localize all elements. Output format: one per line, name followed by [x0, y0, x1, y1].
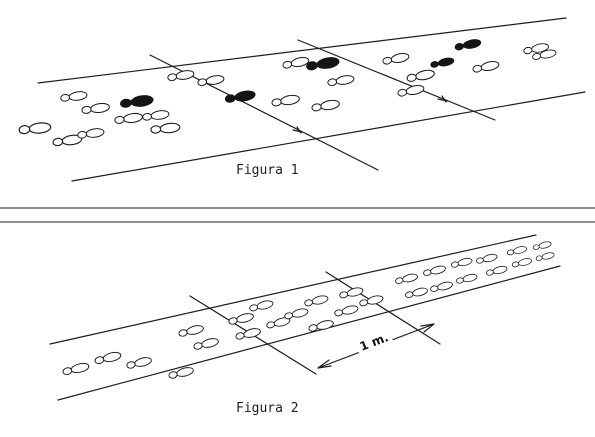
- fig1-cross-line-2: [297, 39, 496, 121]
- fig2-footprint: [532, 241, 552, 250]
- fig1-footprint: [397, 84, 425, 97]
- fig2-footprint: [168, 367, 194, 379]
- fig2-cross-line-2: [325, 271, 441, 345]
- fig1-stained-footprint: [430, 57, 455, 68]
- fig1-track-edge-top: [37, 17, 567, 84]
- fig1-stained-footprint: [224, 90, 256, 103]
- fig1-footprint: [142, 110, 170, 121]
- fig2-footprint: [476, 253, 498, 264]
- fig2-footprint: [451, 257, 473, 268]
- fig1-footprint: [60, 91, 88, 102]
- figure-1-drawing: [18, 17, 586, 182]
- fig2-track-edge-top: [49, 234, 537, 345]
- fig1-footprint: [77, 128, 105, 139]
- fig2-footprint: [304, 295, 329, 307]
- scale-label-backing: [353, 327, 395, 357]
- fig1-track-edge-bottom: [71, 91, 586, 182]
- fig2-footprint: [193, 338, 219, 350]
- fig1-footprint: [81, 102, 110, 114]
- fig2-footprint: [126, 357, 152, 369]
- fig1-footprint: [271, 94, 300, 107]
- fig1-footprint: [382, 52, 410, 65]
- fig1-footprint: [167, 70, 195, 82]
- fig2-track-edge-bottom: [57, 265, 561, 401]
- figure-1-caption: Figura 1: [236, 163, 299, 178]
- fig2-footprint: [178, 325, 204, 337]
- fig1-footprint: [282, 56, 310, 69]
- figure-2-caption: Figura 2: [236, 401, 299, 416]
- fig2-footprint: [405, 287, 428, 298]
- fig1-footprint: [311, 99, 340, 112]
- fig2-footprint: [334, 305, 359, 317]
- fig2-footprint: [284, 308, 309, 320]
- fig2-footprint: [228, 313, 254, 325]
- fig1-footprint: [114, 112, 143, 124]
- fig1-footprint: [197, 75, 225, 87]
- fig1-arrow-mark-2: [437, 95, 448, 103]
- fig2-footprint: [423, 265, 446, 276]
- fig1-footprints: [18, 43, 557, 147]
- fig2-footprints: [62, 241, 555, 379]
- fig2-footprint: [266, 317, 291, 329]
- fig2-footprint: [339, 287, 364, 299]
- fig2-footprint: [535, 252, 555, 261]
- scale-arrowhead-left: [317, 359, 332, 369]
- fig2-footprint: [511, 258, 532, 268]
- fig1-stained-footprint: [120, 95, 154, 108]
- fig1-footprint: [472, 60, 500, 73]
- fig1-stained-footprint: [306, 57, 340, 71]
- fig2-footprint: [94, 351, 122, 365]
- fig2-footprint: [359, 295, 384, 307]
- fig1-footprint: [150, 122, 181, 134]
- fig2-footprint: [235, 328, 261, 340]
- fig1-footprint: [532, 49, 557, 60]
- fig2-footprint: [308, 320, 334, 332]
- fig2-footprint: [249, 300, 274, 312]
- fig2-footprint: [430, 281, 453, 292]
- fig1-footprint: [406, 69, 435, 82]
- figure-2-drawing: 1 m.: [49, 234, 561, 401]
- fig1-arrow-mark-1: [292, 126, 303, 134]
- fig2-footprint: [456, 273, 478, 284]
- fig1-dark-footprints: [120, 39, 482, 108]
- fig2-footprint: [62, 362, 90, 376]
- fig1-footprint: [523, 43, 549, 55]
- fig1-footprint: [327, 75, 355, 87]
- fig1-footprint: [18, 122, 52, 135]
- fig2-footprint: [506, 246, 527, 256]
- scale-dimension: 1 m.: [317, 323, 435, 369]
- fig2-footprint: [486, 265, 508, 276]
- fig2-footprint: [395, 273, 418, 284]
- fig1-footprint: [52, 134, 83, 147]
- fig1-stained-footprint: [454, 39, 482, 51]
- scale-arrowhead-right: [420, 323, 435, 333]
